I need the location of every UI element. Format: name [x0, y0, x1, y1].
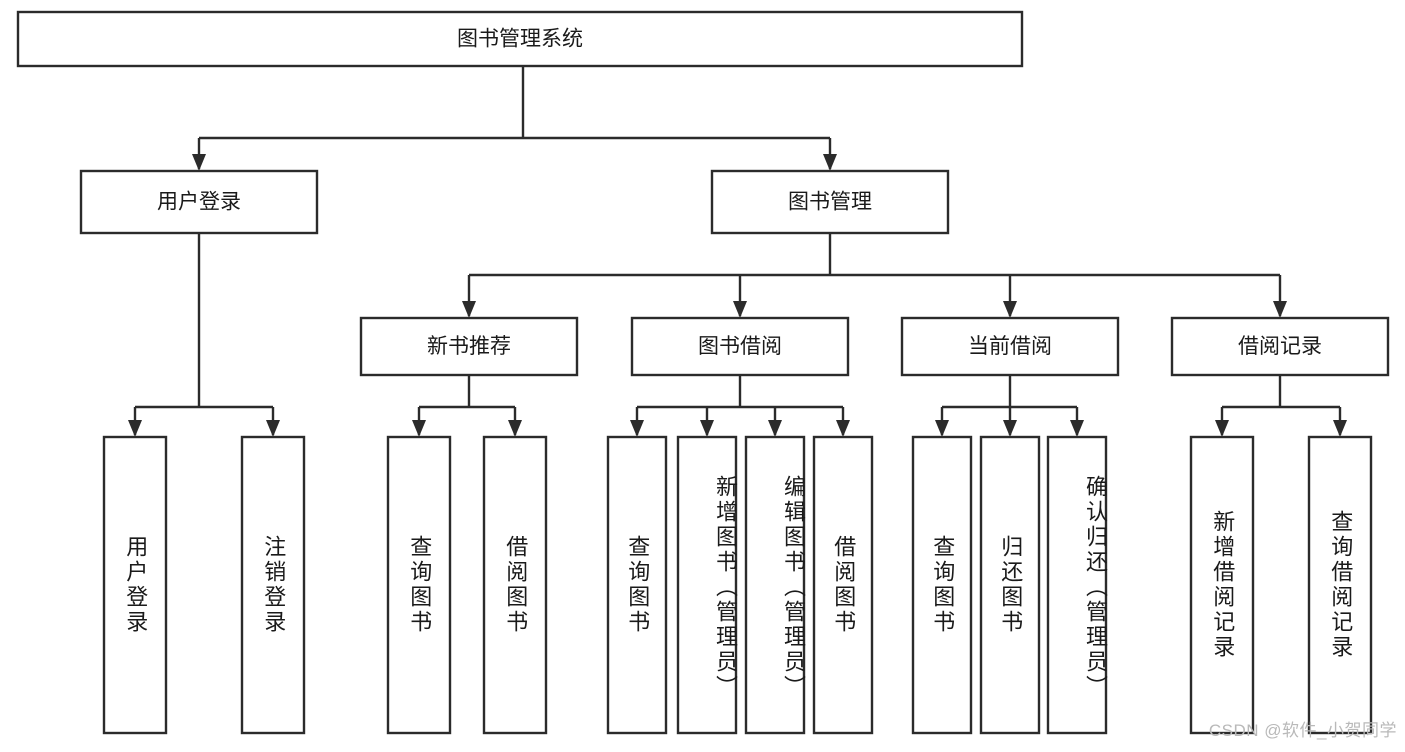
- node-box: [240, 435, 306, 735]
- node-label: 图书管理系统: [457, 28, 583, 51]
- node-box: [911, 435, 973, 735]
- arrow-head-icon: [768, 420, 782, 437]
- node-label: 用户登录: [157, 191, 241, 214]
- arrow-head-icon: [192, 154, 206, 171]
- arrow-head-icon: [266, 420, 280, 437]
- node-label: 借阅记录: [1238, 335, 1322, 358]
- node-box: [16, 10, 1024, 68]
- arrow-head-icon: [128, 420, 142, 437]
- node-box: [359, 316, 579, 377]
- node-leaf-confirm-return[interactable]: [1046, 435, 1108, 735]
- node-leaf-return-book[interactable]: [979, 435, 1041, 735]
- arrow-head-icon: [1215, 420, 1229, 437]
- node-leaf-add-record[interactable]: [1189, 435, 1255, 735]
- node-box: [676, 435, 738, 735]
- node-box: [1046, 435, 1108, 735]
- arrow-head-icon: [1273, 301, 1287, 318]
- node-box: [102, 435, 168, 735]
- node-box: [1189, 435, 1255, 735]
- arrow-head-icon: [630, 420, 644, 437]
- node-box: [482, 435, 548, 735]
- arrow-head-icon: [935, 420, 949, 437]
- node-box: [1170, 316, 1390, 377]
- node-leaf-borrow-book-2[interactable]: [812, 435, 874, 735]
- arrow-head-icon: [700, 420, 714, 437]
- node-leaf-query-book-3[interactable]: [911, 435, 973, 735]
- node-leaf-query-record[interactable]: [1307, 435, 1373, 735]
- node-box: [606, 435, 668, 735]
- node-box: [979, 435, 1041, 735]
- node-user-login[interactable]: 用户登录: [79, 169, 319, 235]
- node-leaf-add-book[interactable]: [676, 435, 738, 735]
- arrow-head-icon: [823, 154, 837, 171]
- node-book-borrow[interactable]: 图书借阅: [630, 316, 850, 377]
- node-box: [900, 316, 1120, 377]
- node-book-management[interactable]: 图书管理: [710, 169, 950, 235]
- node-leaf-logout[interactable]: [240, 435, 306, 735]
- node-current-borrow[interactable]: 当前借阅: [900, 316, 1120, 377]
- node-label: 图书管理: [788, 191, 872, 214]
- node-leaf-borrow-book-1[interactable]: [482, 435, 548, 735]
- arrow-head-icon: [462, 301, 476, 318]
- node-root-system[interactable]: 图书管理系统: [16, 10, 1024, 68]
- arrow-head-icon: [733, 301, 747, 318]
- node-box: [79, 169, 319, 235]
- arrow-head-icon: [1070, 420, 1084, 437]
- node-label: 图书借阅: [698, 335, 782, 358]
- node-box: [386, 435, 452, 735]
- node-box: [1307, 435, 1373, 735]
- arrow-head-icon: [1003, 420, 1017, 437]
- arrow-head-icon: [508, 420, 522, 437]
- node-leaf-query-book-2[interactable]: [606, 435, 668, 735]
- node-leaf-query-book-1[interactable]: [386, 435, 452, 735]
- node-new-book-recommend[interactable]: 新书推荐: [359, 316, 579, 377]
- arrow-head-icon: [1003, 301, 1017, 318]
- node-box: [744, 435, 806, 735]
- node-label: 当前借阅: [968, 335, 1052, 358]
- node-box: [812, 435, 874, 735]
- arrow-head-icon: [1333, 420, 1347, 437]
- node-leaf-edit-book[interactable]: [744, 435, 806, 735]
- node-borrow-record[interactable]: 借阅记录: [1170, 316, 1390, 377]
- node-box: [630, 316, 850, 377]
- arrow-head-icon: [836, 420, 850, 437]
- node-box: [710, 169, 950, 235]
- node-label: 新书推荐: [427, 335, 511, 358]
- node-leaf-user-login[interactable]: [102, 435, 168, 735]
- arrow-head-icon: [412, 420, 426, 437]
